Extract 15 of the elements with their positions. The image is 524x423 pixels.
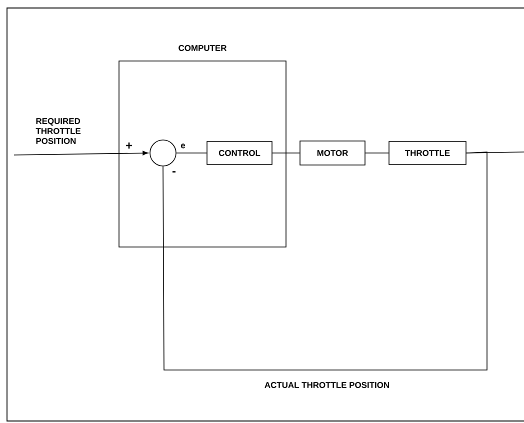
edge-label: REQUIRED THROTTLE POSITION bbox=[36, 118, 81, 144]
summing-junction bbox=[150, 140, 176, 166]
connector bbox=[272, 152, 300, 154]
node-label: COMPUTER bbox=[178, 45, 227, 51]
connector bbox=[14, 150, 148, 156]
block-box: CONTROL bbox=[206, 141, 272, 165]
block-box: MOTOR bbox=[300, 140, 366, 166]
connector bbox=[365, 152, 389, 154]
edge-label: ACTUAL THROTTLE POSITION bbox=[264, 382, 389, 388]
connector bbox=[162, 152, 488, 370]
sign-label: e bbox=[180, 144, 186, 148]
sign-label: + bbox=[126, 142, 132, 149]
connector bbox=[176, 152, 207, 154]
block-box: THROTTLE bbox=[388, 141, 466, 165]
sign-label: - bbox=[172, 171, 176, 173]
